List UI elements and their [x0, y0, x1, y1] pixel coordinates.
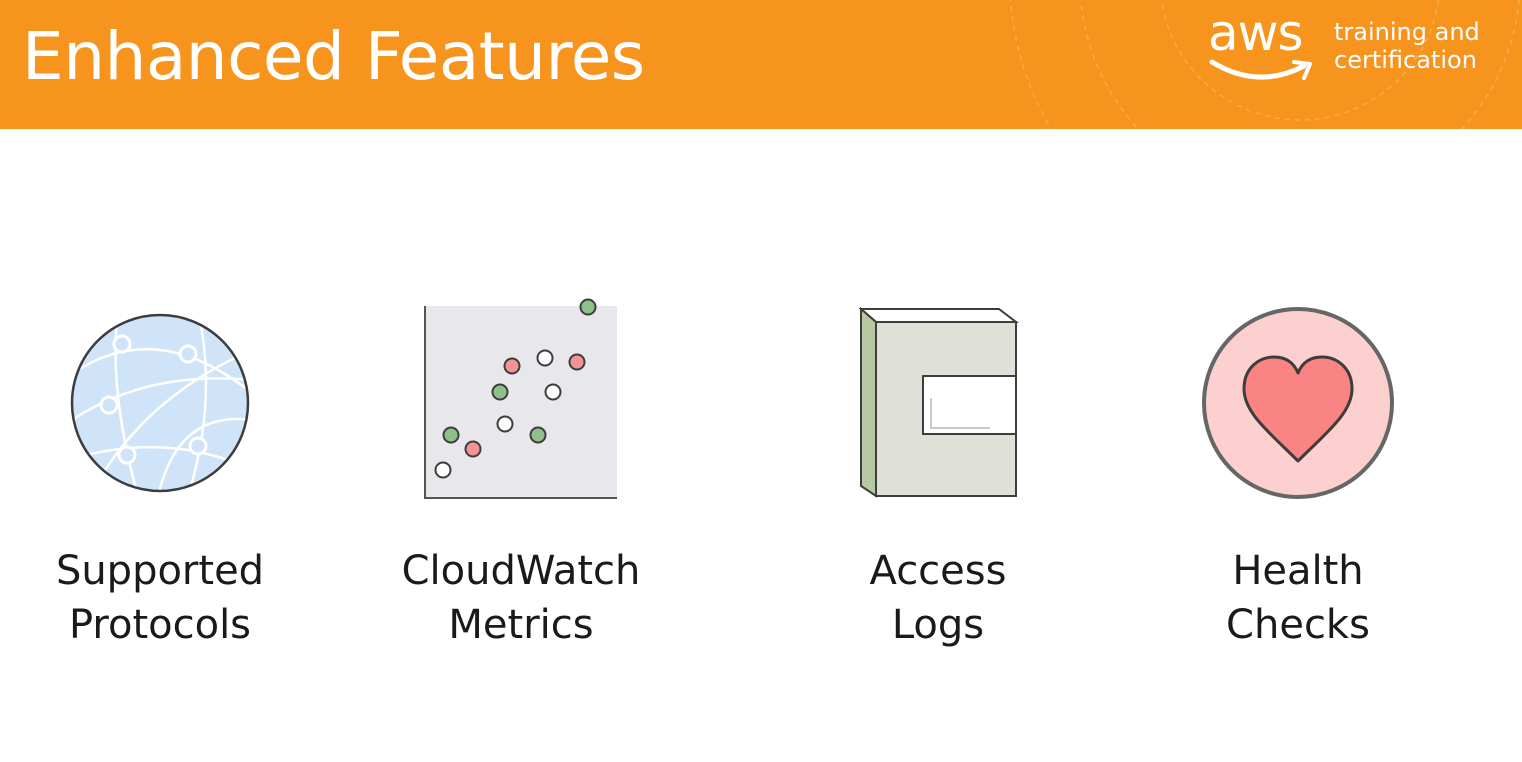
page-title: Enhanced Features [22, 18, 645, 95]
feature-label-line-1: CloudWatch [401, 548, 641, 594]
feature-label-line-2: Checks [1226, 602, 1370, 648]
logo-tagline: training and certification [1334, 18, 1480, 74]
feature-label: Access Logs [778, 544, 1098, 652]
aws-training-logo: aws training and certification [1208, 4, 1498, 96]
feature-label: Supported Protocols [0, 544, 320, 652]
tagline-line-1: training and [1334, 18, 1480, 46]
aws-smile-icon [1209, 59, 1312, 80]
header-banner: Enhanced Features aws training and certi… [0, 0, 1522, 129]
feature-label-line-2: Protocols [68, 602, 252, 648]
feature-label-line-2: Metrics [448, 602, 594, 648]
feature-label-line-1: Health [1232, 548, 1364, 594]
feature-label-line-1: Access [869, 548, 1007, 594]
heart-icon [1202, 307, 1394, 499]
feature-label-line-1: Supported [55, 548, 265, 594]
feature-label: CloudWatch Metrics [361, 544, 681, 652]
log-book-icon [858, 306, 1019, 498]
aws-wordmark: aws [1208, 4, 1304, 62]
feature-label-line-2: Logs [891, 602, 985, 648]
tagline-line-2: certification [1334, 46, 1477, 74]
feature-label: Health Checks [1138, 544, 1458, 652]
scatter-metrics-icon [424, 298, 617, 499]
globe-network-icon [70, 313, 250, 493]
